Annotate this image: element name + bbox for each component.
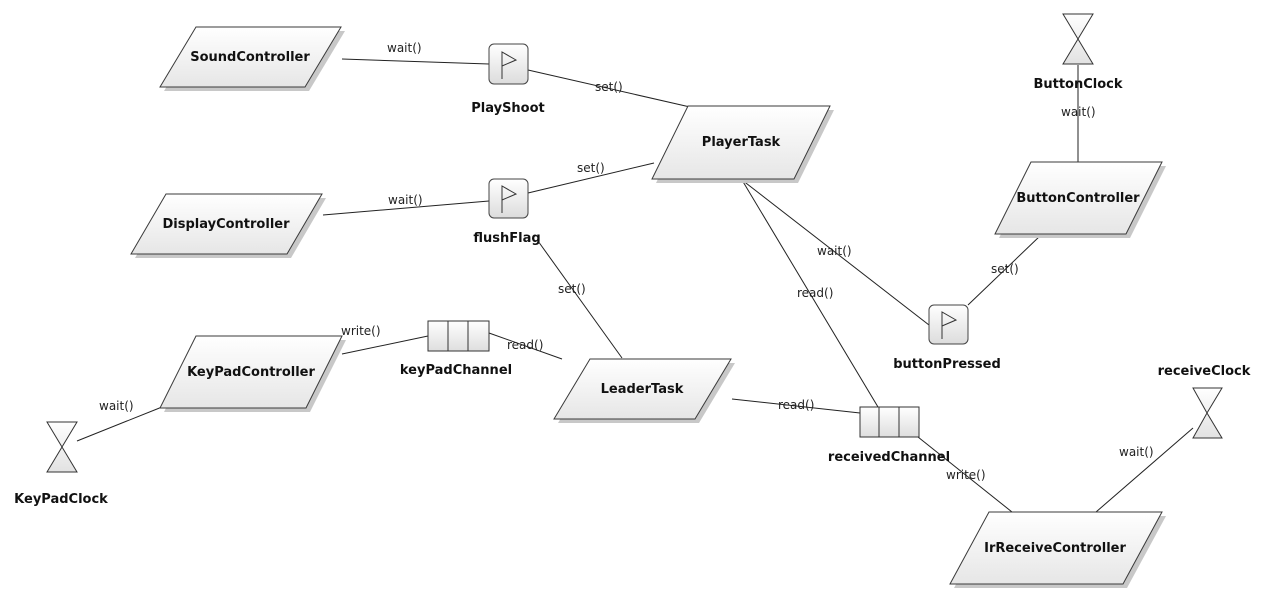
flag-icon	[488, 43, 529, 85]
edge-leader-receivedchannel	[731, 398, 861, 414]
hourglass-icon	[46, 421, 78, 473]
edges	[76, 58, 1194, 513]
flag-play-shoot[interactable]: PlayShoot	[471, 43, 545, 116]
edge-label-flush-set-leader: set()	[558, 282, 586, 296]
edge-display-flushflag	[322, 200, 490, 216]
flag-flush-flag-label: flushFlag	[473, 231, 540, 246]
task-player-task[interactable]: PlayerTask	[651, 105, 834, 183]
edge-keypad-keypadchannel	[341, 335, 429, 355]
edge-flushflag-player	[527, 162, 655, 194]
edge-label-player-read: read()	[797, 286, 833, 300]
task-keypad-controller[interactable]: KeyPadController	[159, 335, 346, 412]
task-keypad-controller-label: KeyPadController	[187, 365, 315, 380]
edge-label-player-wait-button: wait()	[817, 244, 852, 258]
clock-button-clock[interactable]: ButtonClock	[1033, 13, 1123, 92]
task-sound-controller[interactable]: SoundController	[159, 26, 345, 91]
channel-received-channel[interactable]: receivedChannel	[828, 406, 950, 465]
edge-label-playshoot-set: set()	[595, 80, 623, 94]
edge-player-receivedchannel	[741, 179, 879, 408]
edge-player-buttonpressed	[741, 179, 930, 326]
channel-keypad-channel[interactable]: keyPadChannel	[400, 320, 512, 378]
edge-label-leader-read: read()	[778, 398, 814, 412]
task-display-controller[interactable]: DisplayController	[130, 193, 326, 258]
flag-icon	[488, 178, 529, 219]
edge-label-sound-wait: wait()	[387, 41, 422, 55]
channel-keypad-channel-label: keyPadChannel	[400, 363, 512, 378]
edge-receivedchannel-ir	[917, 436, 1013, 513]
edge-keypadclock-keypad	[76, 406, 163, 442]
flag-button-pressed[interactable]: buttonPressed	[893, 304, 1001, 372]
task-leader-task-label: LeaderTask	[601, 382, 684, 397]
task-ir-receive-controller-label: IrReceiveController	[984, 541, 1126, 556]
flag-button-pressed-label: buttonPressed	[893, 357, 1001, 372]
task-button-controller-label: ButtonController	[1016, 191, 1140, 206]
edge-label-button-set: set()	[991, 262, 1019, 276]
clock-keypad-clock-label: KeyPadClock	[14, 492, 108, 507]
task-button-controller[interactable]: ButtonController	[994, 161, 1166, 238]
task-player-task-label: PlayerTask	[702, 135, 781, 150]
clock-button-clock-label: ButtonClock	[1033, 77, 1122, 92]
edge-receiveclock-ir	[1095, 427, 1194, 513]
edge-labels: wait() set() wait() set() set() wait() w…	[99, 41, 1154, 482]
edge-label-receiveclock-wait: wait()	[1119, 445, 1154, 459]
edge-playshoot-player	[527, 69, 691, 108]
edge-label-keypad-write: write()	[341, 324, 381, 338]
edge-label-buttonclock-wait: wait()	[1061, 105, 1096, 119]
edge-label-keypad-read: read()	[507, 338, 543, 352]
edge-label-display-wait: wait()	[388, 193, 423, 207]
edge-buttoncontroller-buttonpressed	[967, 234, 1042, 306]
flag-play-shoot-label: PlayShoot	[471, 101, 545, 116]
channel-icon	[427, 320, 449, 352]
clock-receive-clock-label: receiveClock	[1158, 364, 1251, 379]
edge-keypadchannel-leader	[488, 332, 563, 360]
task-sound-controller-label: SoundController	[190, 50, 310, 65]
flag-flush-flag[interactable]: flushFlag	[473, 178, 541, 246]
task-display-controller-label: DisplayController	[162, 217, 290, 232]
edge-sound-playshoot	[341, 58, 490, 65]
clock-receive-clock[interactable]: receiveClock	[1158, 364, 1251, 439]
clock-keypad-clock[interactable]: KeyPadClock	[14, 421, 108, 507]
hourglass-icon	[1062, 13, 1094, 65]
edge-label-ir-write: write()	[946, 468, 986, 482]
channel-icon	[859, 406, 880, 438]
edge-label-flush-set-player: set()	[577, 161, 605, 175]
edge-label-keypadclock-wait: wait()	[99, 399, 134, 413]
flag-icon	[928, 304, 969, 345]
task-leader-task[interactable]: LeaderTask	[553, 358, 735, 423]
edge-flushflag-leader	[537, 240, 623, 359]
task-ir-receive-controller[interactable]: IrReceiveController	[949, 511, 1166, 588]
hourglass-icon	[1192, 387, 1223, 439]
channel-received-channel-label: receivedChannel	[828, 450, 950, 465]
